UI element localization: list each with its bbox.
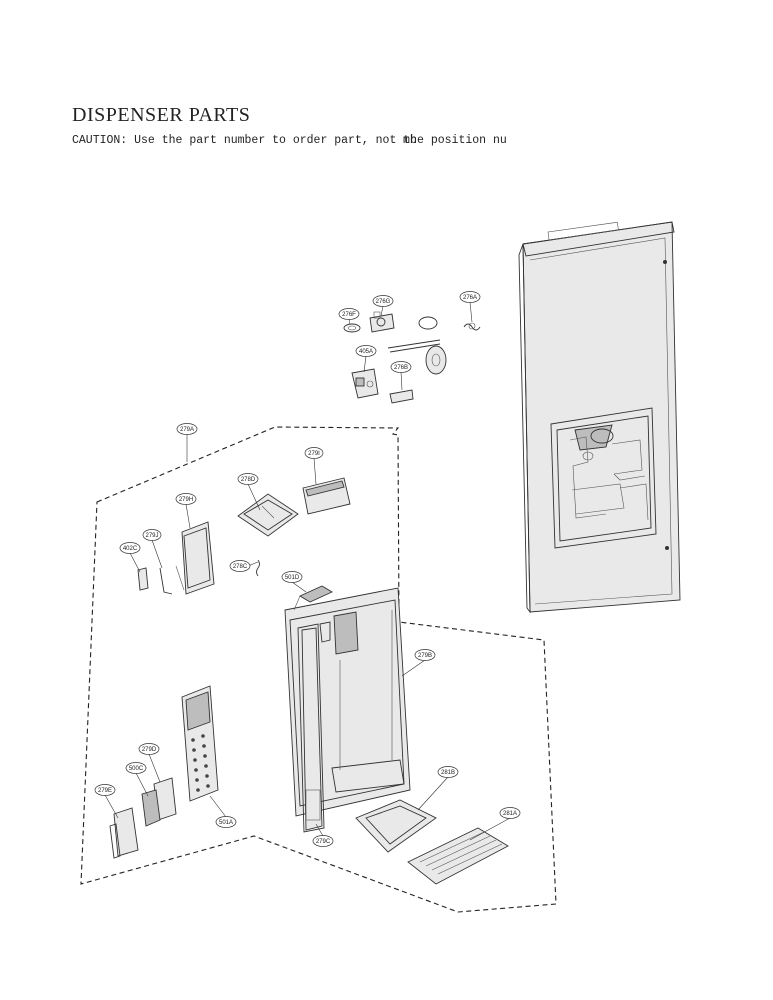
part-278D-tray — [237, 493, 299, 537]
callout-402C: 402C — [119, 542, 141, 554]
svg-text:279H: 279H — [179, 497, 193, 503]
part-501A-keypad — [181, 685, 219, 802]
svg-text:276F: 276F — [342, 312, 356, 318]
part-279I-flap — [302, 477, 351, 515]
callout-279D: 279D — [138, 743, 160, 755]
svg-text:278C: 278C — [233, 564, 248, 570]
callout-279E: 279E — [94, 784, 116, 796]
svg-text:279C: 279C — [316, 839, 331, 845]
part-402C-switch — [137, 567, 149, 591]
page-title: DISPENSER PARTS — [72, 104, 251, 126]
callout-500C: 500C — [125, 762, 147, 774]
caution-text: CAUTION: Use the part number to order pa… — [72, 134, 507, 147]
callout-278C: 278C — [229, 560, 251, 572]
svg-text:276G: 276G — [376, 299, 391, 305]
callout-276F: 276F — [338, 308, 360, 320]
svg-text:279E: 279E — [98, 788, 112, 794]
part-279B-housing — [284, 587, 411, 833]
assembly-outline-279A — [80, 426, 557, 913]
callout-276B: 276B — [390, 361, 412, 373]
callout-276G: 276G — [372, 295, 394, 307]
svg-text:500C: 500C — [129, 766, 144, 772]
svg-text:501D: 501D — [285, 575, 300, 581]
svg-text:405A: 405A — [359, 349, 373, 355]
callout-279J: 279J — [142, 529, 162, 541]
svg-text:402C: 402C — [123, 546, 138, 552]
svg-text:281B: 281B — [441, 770, 455, 776]
callout-281A: 281A — [499, 807, 521, 819]
door-panel — [518, 221, 681, 614]
part-276F-ring — [343, 323, 361, 333]
callout-279I: 279I — [304, 447, 324, 459]
callout-501D: 501D — [281, 571, 303, 583]
part-279J-lever — [159, 567, 173, 595]
callout-279H: 279H — [175, 493, 197, 505]
part-281A-grille — [407, 827, 509, 885]
leader-lines — [104, 301, 511, 841]
part-278C-spring — [256, 559, 260, 577]
part-276A-spring — [463, 322, 481, 331]
svg-text:279B: 279B — [418, 653, 432, 659]
svg-text:276B: 276B — [394, 365, 408, 371]
svg-text:278D: 278D — [241, 477, 256, 483]
callout-279B: 279B — [414, 649, 436, 661]
callout-276A: 276A — [459, 291, 481, 303]
part-276G-actuator — [369, 311, 395, 333]
callout-281B: 281B — [437, 766, 459, 778]
caution-overlap-text: mb — [403, 134, 417, 147]
svg-text:281A: 281A — [503, 811, 517, 817]
callout-279A: 279A — [176, 423, 198, 435]
caution-note: CAUTION: Use the part number to order pa… — [72, 134, 507, 147]
part-501D-pcb — [293, 585, 333, 611]
part-405A-motor — [351, 368, 379, 399]
part-279H-cover — [175, 521, 215, 595]
callout-501A: 501A — [215, 816, 237, 828]
keypad-buttons — [191, 734, 210, 792]
svg-text:279J: 279J — [145, 533, 158, 539]
part-276B-bracket — [387, 316, 447, 404]
part-281B-tray-frame — [355, 799, 437, 853]
callout-278D: 278D — [237, 473, 259, 485]
svg-text:279D: 279D — [142, 747, 157, 753]
part-279E-bracket — [109, 807, 139, 859]
svg-text:279A: 279A — [180, 427, 194, 433]
callout-279C: 279C — [312, 835, 334, 847]
svg-text:276A: 276A — [463, 295, 477, 301]
callout-405A: 405A — [355, 345, 377, 357]
svg-text:279I: 279I — [308, 451, 320, 457]
part-500C-switch — [141, 789, 161, 827]
svg-text:501A: 501A — [219, 820, 233, 826]
